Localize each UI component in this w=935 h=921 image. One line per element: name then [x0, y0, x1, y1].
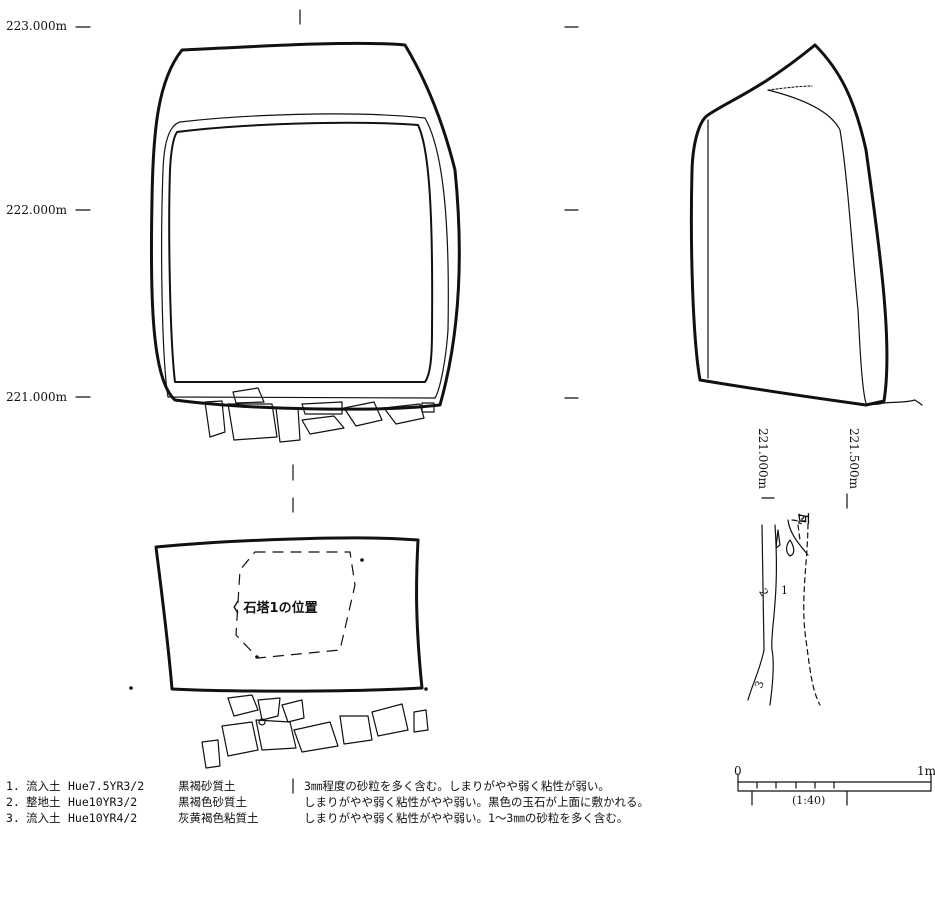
section-layer-1: 1 — [781, 584, 788, 597]
scale-end-label: 1m — [917, 764, 935, 778]
legend-num: 2. — [6, 795, 20, 809]
legend-name: 流入土 — [26, 779, 61, 793]
legend-hue: Hue10YR4/2 — [68, 811, 138, 825]
tile-mark: 瓦 — [796, 512, 811, 525]
elevation-ticks — [75, 9, 848, 806]
monument-side-elevation — [689, 43, 923, 407]
stone-pagoda-position-label: 〈 石塔1の位置 — [226, 601, 318, 616]
legend-row: 3. 流入土 Hue10YR4/2 灰黄褐色粘質土 しまりがやや弱く粘性がやや弱い。1～… — [6, 810, 649, 826]
legend-num: 1. — [6, 779, 20, 793]
section-level-right: 221.500m — [847, 428, 861, 490]
soil-section — [747, 519, 821, 706]
elevation-label-222: 222.000m — [6, 203, 68, 217]
scale-ratio-label: (1:40) — [792, 794, 826, 807]
legend-desc: しまりがやや弱く粘性がやや弱い。黒色の玉石が上面に敷かれる。 — [304, 795, 649, 809]
stone-pagoda-position-text: 石塔1の位置 — [243, 601, 318, 616]
base-stones-front — [204, 387, 435, 443]
legend-row: 2. 整地土 Hue10YR3/2 黒褐色砂質土 しまりがやや弱く粘性がやや弱い。黒色の… — [6, 794, 649, 810]
legend-row: 1. 流入土 Hue7.5YR3/2 黒褐砂質土 3㎜程度の砂粒を多く含む。しまりがやや… — [6, 778, 649, 794]
monument-front-elevation — [149, 41, 461, 411]
soil-legend: 1. 流入土 Hue7.5YR3/2 黒褐砂質土 3㎜程度の砂粒を多く含む。しまりがやや… — [6, 778, 649, 826]
section-level-left: 221.000m — [756, 428, 770, 490]
scale-bar — [737, 773, 932, 792]
plan-points — [129, 558, 428, 691]
monument-plan-view — [154, 536, 424, 693]
elevation-label-221: 221.000m — [6, 390, 68, 404]
legend-desc: 3㎜程度の砂粒を多く含む。しまりがやや弱く粘性が弱い。 — [304, 779, 610, 793]
legend-name: 流入土 — [26, 811, 61, 825]
legend-num: 3. — [6, 811, 20, 825]
elevation-label-223: 223.000m — [6, 19, 68, 33]
legend-name: 整地土 — [26, 795, 61, 809]
legend-soil: 灰黄褐色粘質土 — [178, 811, 259, 825]
legend-soil: 黒褐色砂質土 — [178, 795, 247, 809]
legend-soil: 黒褐砂質土 — [178, 779, 236, 793]
legend-hue: Hue7.5YR3/2 — [68, 779, 145, 793]
legend-hue: Hue10YR3/2 — [68, 795, 138, 809]
scale-start-label: 0 — [734, 764, 742, 778]
legend-desc: しまりがやや弱く粘性がやや弱い。1～3㎜の砂粒を多く含む。 — [304, 811, 629, 825]
base-stones-plan — [201, 694, 429, 769]
